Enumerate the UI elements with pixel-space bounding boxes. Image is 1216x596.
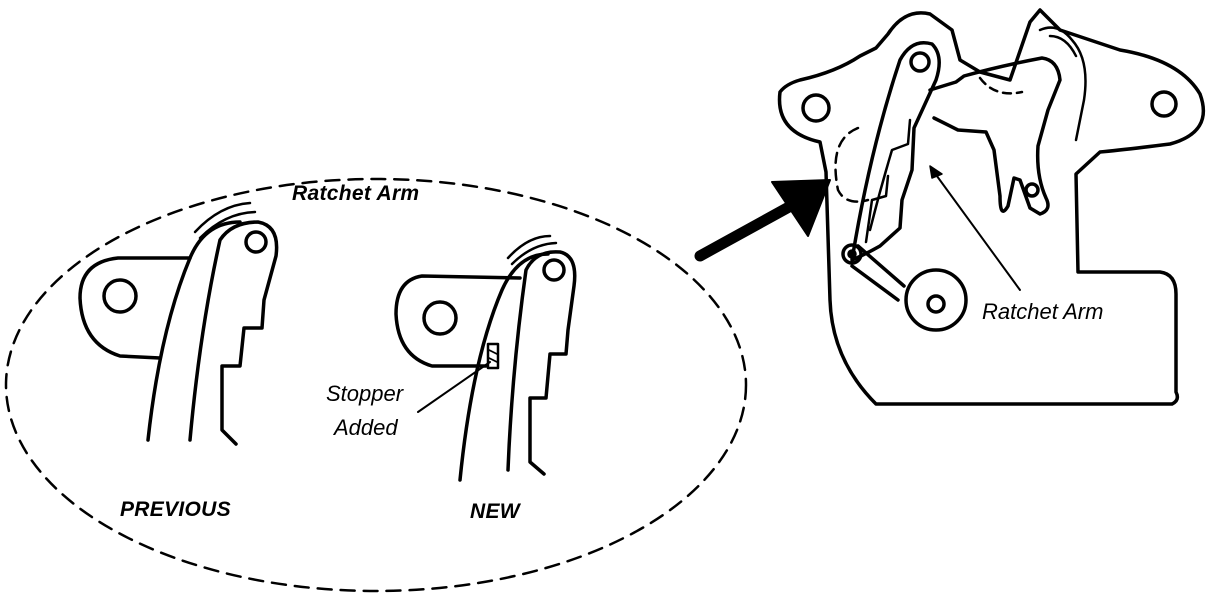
pointer-arrow [694,179,831,262]
previous-label: PREVIOUS [120,498,231,521]
assembly-leader-line [933,171,1021,291]
assembly-callout-label: Ratchet Arm [982,299,1104,324]
stopper-label-line1: Stopper [326,381,404,406]
detail-callout-ellipse [4,177,748,593]
previous-ratchet-arm [78,201,279,446]
detail-title: Ratchet Arm [292,182,420,205]
stopper-mark [486,342,500,370]
latch-assembly [777,8,1206,406]
new-label: NEW [470,500,520,523]
stopper-leader-line [417,361,491,413]
new-ratchet-arm [394,234,577,482]
stopper-label-line2: Added [334,415,398,440]
